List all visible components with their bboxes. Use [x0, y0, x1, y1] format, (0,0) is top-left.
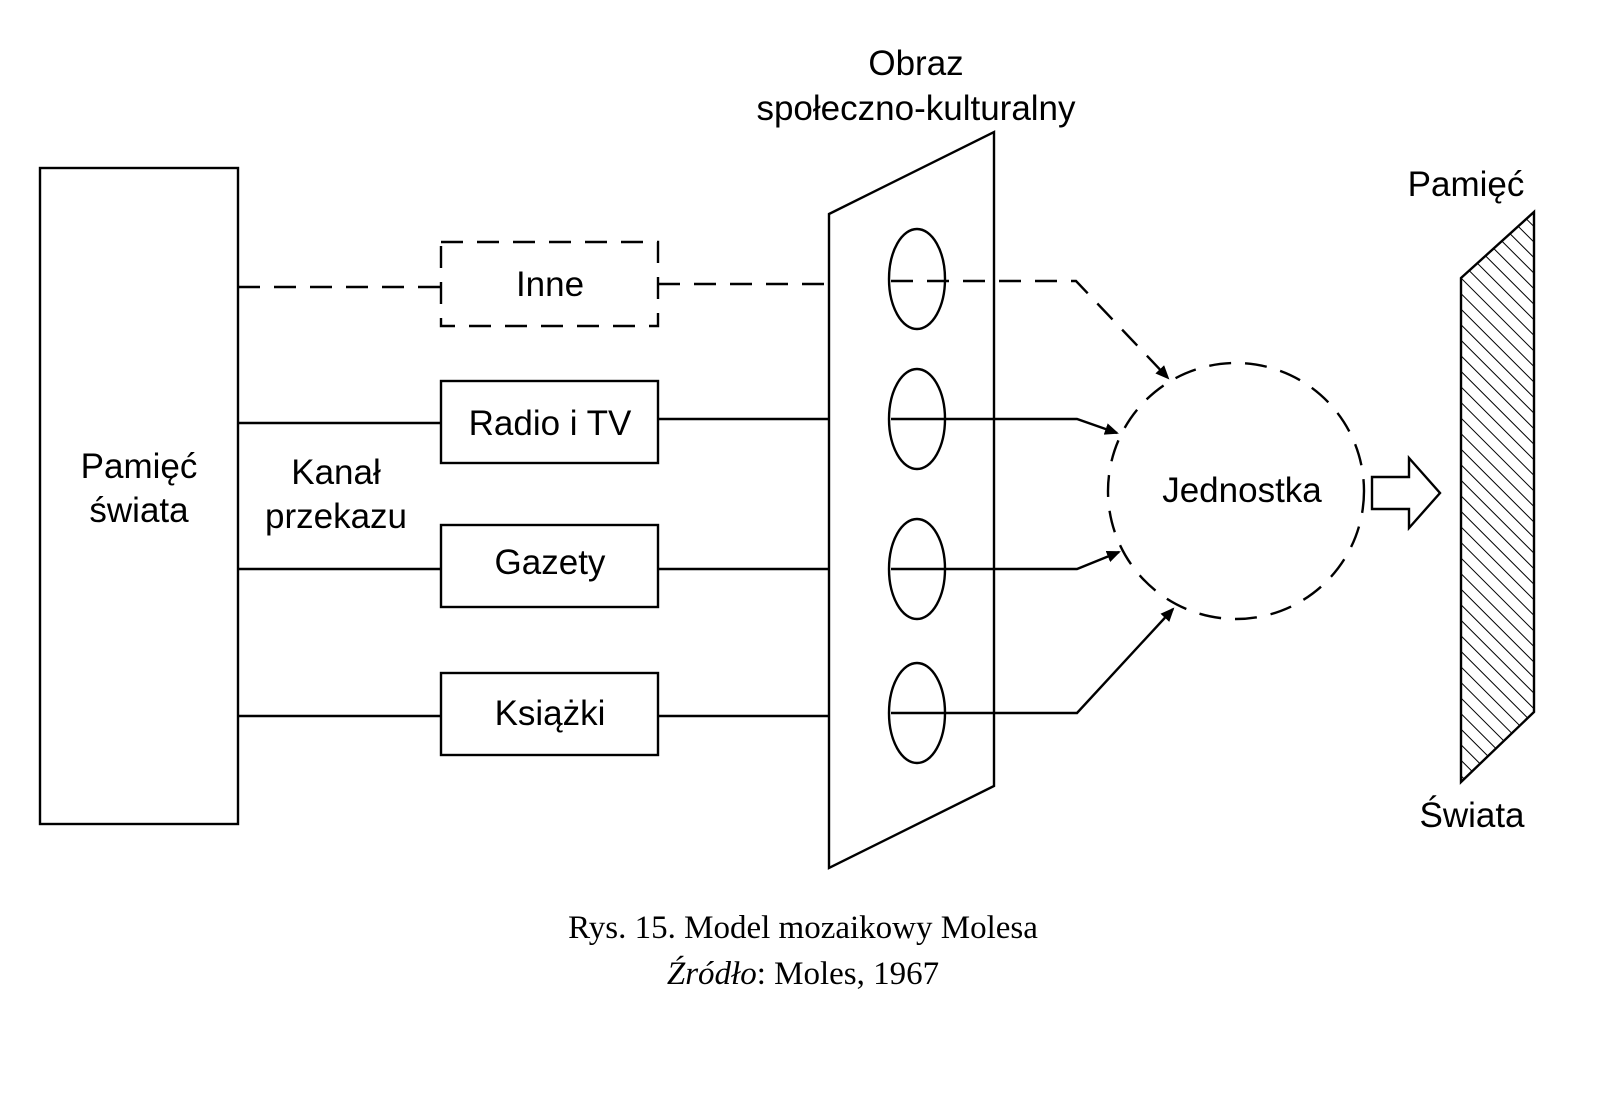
channel-label-line1: Kanał — [291, 453, 381, 492]
media-label-books: Książki — [495, 694, 606, 733]
media-label-newspapers: Gazety — [495, 543, 606, 582]
world-memory-label-line2: świata — [89, 491, 189, 530]
filter-title-line2: społeczno-kulturalny — [756, 89, 1076, 128]
individual-to-memory-arrow — [1370, 454, 1442, 532]
caption-source: Źródło: Moles, 1967 — [0, 951, 1606, 997]
world-memory-bottom-label: Świata — [1419, 795, 1525, 835]
media-box-books — [439, 671, 660, 757]
channel-label-line2: przekazu — [265, 497, 407, 536]
filter-lens-other — [887, 227, 947, 331]
filter-title-line1: Obraz — [868, 44, 963, 83]
individual-circle — [1106, 361, 1366, 621]
socio-cultural-filter — [827, 130, 996, 870]
caption-source-label: Źródło — [666, 956, 757, 992]
arrow-newspapers-individual — [891, 550, 1121, 571]
arrow-books-individual — [891, 607, 1175, 715]
arrow-radio-individual — [891, 417, 1119, 435]
world-memory-label-line1: Pamięć — [81, 447, 198, 486]
world-memory-top-label: Pamięć — [1408, 165, 1525, 204]
caption-source-text: : Moles, 1967 — [756, 956, 940, 992]
media-label-radio-tv: Radio i TV — [469, 404, 632, 443]
arrow-other-individual — [891, 279, 1170, 380]
world-memory-box — [38, 166, 240, 826]
media-box-radio-tv — [439, 379, 660, 465]
media-box-newspapers — [439, 523, 660, 609]
individual-label: Jednostka — [1162, 471, 1322, 510]
figure-caption: Rys. 15. Model mozaikowy Molesa Źródło: … — [0, 905, 1606, 997]
media-label-other: Inne — [516, 265, 584, 304]
world-memory-hatched-panel — [1459, 209, 1536, 785]
caption-title: Rys. 15. Model mozaikowy Molesa — [568, 910, 1038, 946]
